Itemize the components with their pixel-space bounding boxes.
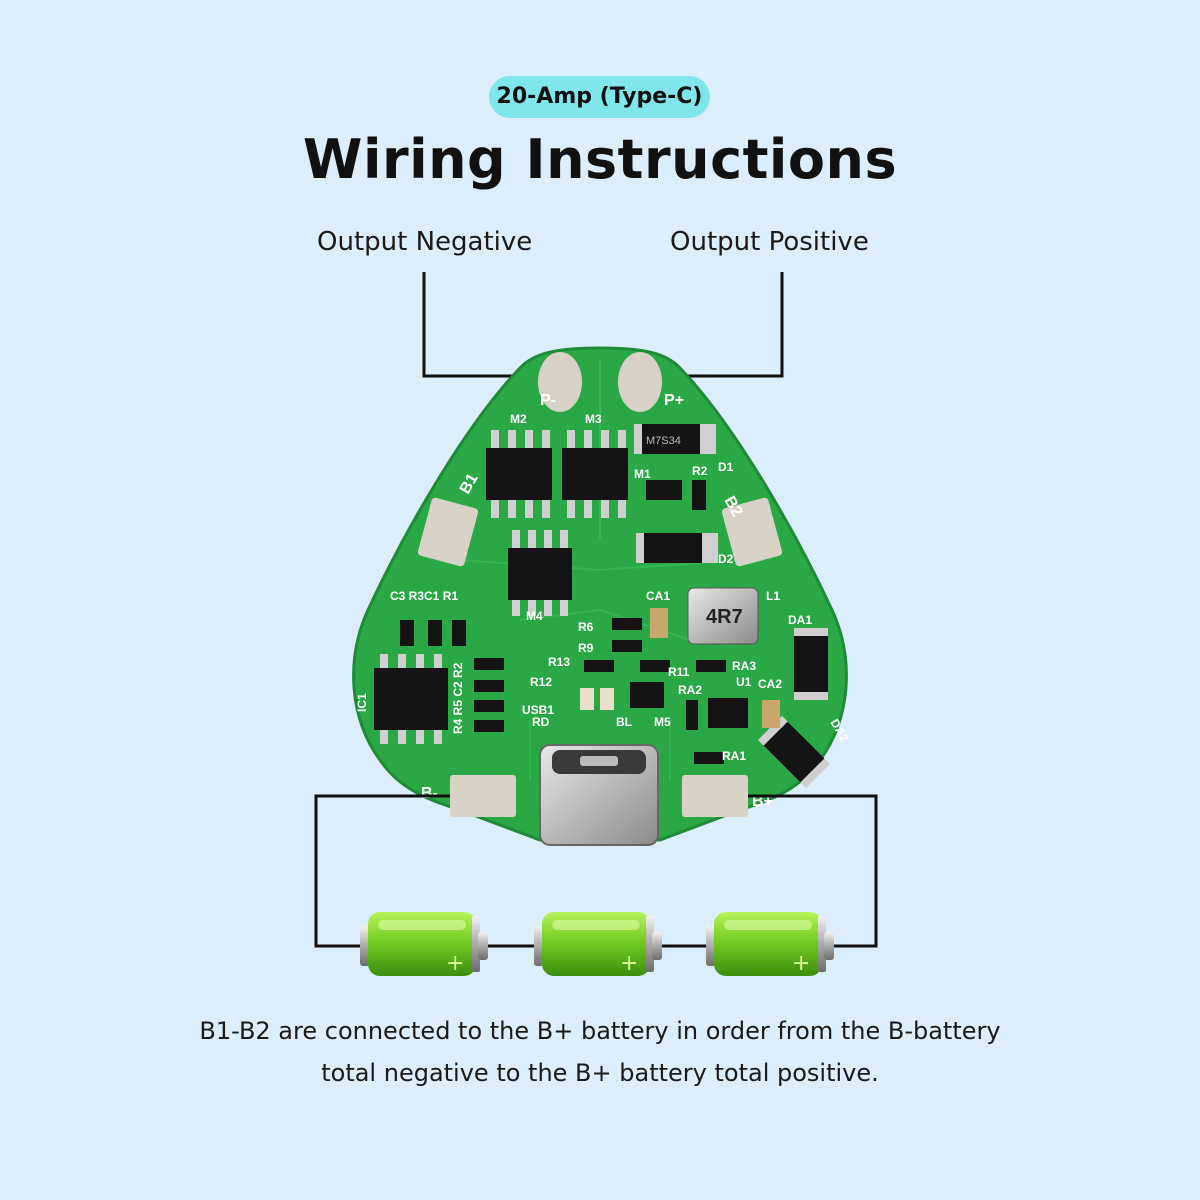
battery-3-plus: + xyxy=(792,951,810,976)
mosfet-m3 xyxy=(562,430,628,518)
label-c3r3c1r1: C3 R3C1 R1 xyxy=(390,589,458,603)
led-bl xyxy=(600,688,614,710)
resistor-array xyxy=(400,618,726,764)
label-u1: U1 xyxy=(736,675,752,689)
p-plus-pad xyxy=(618,352,662,412)
label-d2: D2 xyxy=(718,552,734,566)
label-r13: R13 xyxy=(548,655,570,669)
label-ra2: RA2 xyxy=(678,683,702,697)
label-m5: M5 xyxy=(654,715,671,729)
label-r6: R6 xyxy=(578,620,594,634)
transistor-m1 xyxy=(646,480,682,500)
label-r9: R9 xyxy=(578,641,594,655)
battery-1: + xyxy=(360,912,488,976)
label-ra3: RA3 xyxy=(732,659,756,673)
battery-1-plus: + xyxy=(446,951,464,976)
diode-d1 xyxy=(634,424,716,454)
mosfet-m2 xyxy=(486,430,552,518)
diode-d2 xyxy=(636,533,718,563)
label-da1: DA1 xyxy=(788,613,812,627)
label-ca1: CA1 xyxy=(646,589,670,603)
label-m1: M1 xyxy=(634,467,651,481)
diode-d1-marking: M7S34 xyxy=(646,435,681,447)
label-r4r5c2r2: R4 R5 C2 R2 xyxy=(451,662,465,734)
diode-da1 xyxy=(794,628,828,700)
label-ic1: IC1 xyxy=(355,693,369,712)
wiring-caption: B1-B2 are connected to the B+ battery in… xyxy=(0,1010,1200,1094)
usb-c-port xyxy=(539,744,659,846)
caption-line-2: total negative to the B+ battery total p… xyxy=(321,1059,879,1087)
capacitor-ca2 xyxy=(762,700,780,728)
label-r2-top: R2 xyxy=(692,464,708,478)
page-title: Wiring Instructions xyxy=(302,128,898,191)
mosfet-m4 xyxy=(508,530,572,616)
p-minus-pad xyxy=(538,352,582,412)
chip-ic1 xyxy=(374,654,448,744)
capacitor-ca1 xyxy=(650,608,668,638)
bms-circuit-board: P- P+ B1 B2 B- B+ M2 M3 M1 R2 D1 D2 M4 C… xyxy=(352,346,852,846)
label-r12: R12 xyxy=(530,675,552,689)
label-m3: M3 xyxy=(585,412,602,426)
label-b-minus: B- xyxy=(421,785,438,802)
caption-line-1: B1-B2 are connected to the B+ battery in… xyxy=(199,1017,1001,1045)
label-m2: M2 xyxy=(510,412,527,426)
led-rd xyxy=(580,688,594,710)
label-p-plus: P+ xyxy=(664,392,684,409)
label-d1: D1 xyxy=(718,460,734,474)
label-bl: BL xyxy=(616,715,632,729)
battery-wires xyxy=(314,794,878,948)
b2-pad xyxy=(721,497,783,567)
inductor-marking: 4R7 xyxy=(706,606,743,628)
amp-type-badge: 20-Amp (Type-C) xyxy=(489,76,710,118)
b-plus-pad xyxy=(682,775,748,817)
output-negative-label: Output Negative xyxy=(317,227,533,257)
transistor-m5 xyxy=(630,682,664,708)
battery-3: + xyxy=(706,912,834,976)
chip-u1 xyxy=(708,698,748,728)
battery-2: + xyxy=(534,912,662,976)
output-positive-label: Output Positive xyxy=(670,227,869,257)
label-p-minus: P- xyxy=(540,392,556,409)
label-usb1: USB1 xyxy=(522,703,554,717)
label-l1: L1 xyxy=(766,589,780,603)
label-m4: M4 xyxy=(526,609,543,623)
diode-da2 xyxy=(757,715,831,789)
resistor-r2 xyxy=(692,480,706,510)
b-minus-pad xyxy=(450,775,516,817)
inductor-l1 xyxy=(687,587,759,645)
b1-pad xyxy=(417,497,479,567)
label-ca2: CA2 xyxy=(758,677,782,691)
label-r11: R11 xyxy=(668,665,690,679)
label-ra1: RA1 xyxy=(722,749,746,763)
battery-2-plus: + xyxy=(620,951,638,976)
label-rd: RD xyxy=(532,715,550,729)
